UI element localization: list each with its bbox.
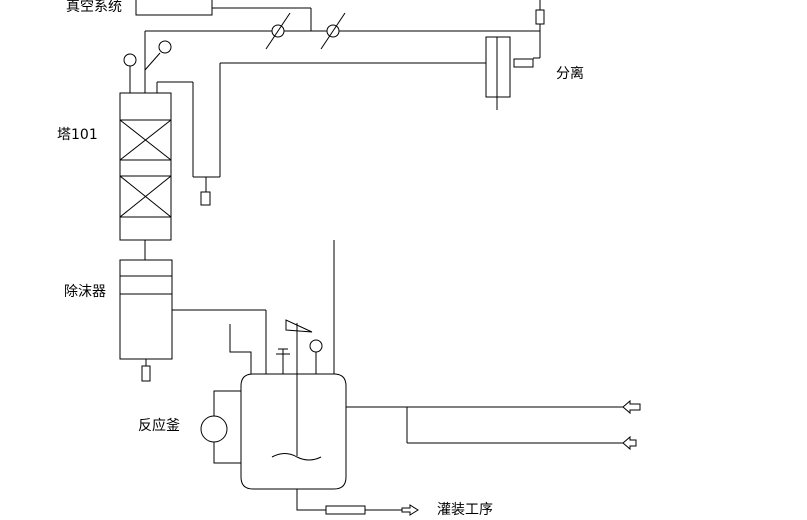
pressure-gauge-1 (123, 53, 137, 93)
reactor-label: 反应釜 (138, 418, 180, 434)
separator (485, 36, 534, 110)
valve-2 (320, 12, 346, 50)
vacuum-system-label: 真空系统 (66, 0, 122, 15)
inlet-arrow-1 (622, 399, 641, 415)
demister (119, 259, 173, 360)
separator-top-instrument (535, 9, 545, 25)
demister-drain (141, 365, 151, 382)
reactor-vessel (240, 373, 347, 490)
sample-port (200, 191, 211, 206)
outlet-meter (325, 505, 366, 515)
reactor-nozzle-left (229, 324, 252, 374)
tower-label: 塔101 (57, 127, 98, 143)
pressure-gauge-2 (144, 40, 172, 71)
vent-cap (285, 319, 313, 333)
tower-101 (119, 92, 172, 241)
vacuum-system-box (135, 0, 213, 16)
filling-process-label: 灌装工序 (437, 502, 493, 518)
outlet-to-filling (296, 489, 326, 511)
reactor-gauge (309, 339, 323, 374)
valve-1 (265, 12, 291, 50)
demister-label: 除沫器 (64, 284, 106, 300)
pump-loop (213, 390, 241, 416)
separator-label: 分离 (556, 66, 584, 82)
circulation-pump (200, 415, 228, 443)
outlet-arrow (401, 504, 419, 516)
inlet-arrow-2 (622, 435, 637, 451)
